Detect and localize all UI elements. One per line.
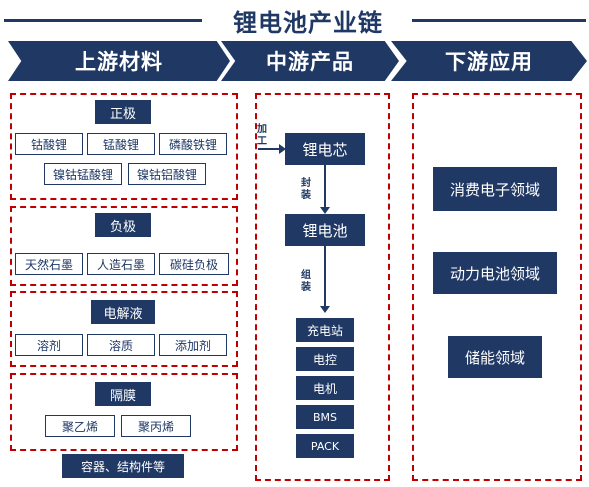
container-label: 容器、结构件等 bbox=[62, 454, 184, 478]
package-arrow bbox=[320, 165, 330, 214]
anode-item: 天然石墨 bbox=[15, 253, 83, 275]
component-box: PACK bbox=[296, 434, 354, 458]
title-line-right bbox=[412, 19, 586, 22]
midstream-group bbox=[255, 93, 390, 481]
midstream-header: 中游产品 bbox=[221, 41, 399, 81]
separator-group bbox=[10, 373, 238, 451]
electrolyte-item: 溶质 bbox=[87, 334, 155, 356]
process-label: 加工 bbox=[257, 124, 267, 147]
separator-item: 聚丙烯 bbox=[121, 415, 191, 437]
cathode-label: 正极 bbox=[95, 100, 151, 124]
assemble-label: 组装 bbox=[301, 270, 311, 293]
component-box: BMS bbox=[296, 405, 354, 429]
downstream-item: 储能领域 bbox=[448, 336, 542, 378]
cathode-item: 磷酸铁锂 bbox=[159, 133, 227, 155]
anode-item: 人造石墨 bbox=[87, 253, 155, 275]
downstream-item: 消费电子领域 bbox=[433, 167, 557, 211]
title-line-left bbox=[4, 19, 202, 22]
cathode-group bbox=[10, 93, 238, 200]
downstream-group bbox=[412, 93, 582, 481]
process-arrow-head bbox=[279, 144, 286, 154]
cathode-item: 锰酸锂 bbox=[87, 133, 155, 155]
separator-item: 聚乙烯 bbox=[45, 415, 115, 437]
upstream-header: 上游材料 bbox=[8, 41, 230, 81]
cell-box: 锂电芯 bbox=[285, 133, 365, 165]
component-box: 电机 bbox=[296, 376, 354, 400]
anode-label: 负极 bbox=[95, 213, 151, 237]
process-arrow bbox=[258, 148, 280, 150]
assemble-arrow bbox=[320, 246, 330, 313]
anode-item: 碳硅负极 bbox=[159, 253, 229, 275]
component-box: 电控 bbox=[296, 347, 354, 371]
downstream-header: 下游应用 bbox=[391, 41, 587, 81]
separator-label: 隔膜 bbox=[95, 382, 151, 406]
page-title: 锂电池产业链 bbox=[233, 8, 383, 37]
electrolyte-item: 溶剂 bbox=[15, 334, 83, 356]
electrolyte-label: 电解液 bbox=[91, 300, 155, 324]
cathode-item: 钴酸锂 bbox=[15, 133, 83, 155]
component-box: 充电站 bbox=[296, 318, 354, 342]
battery-box: 锂电池 bbox=[285, 214, 365, 246]
anode-group bbox=[10, 206, 238, 286]
electrolyte-group bbox=[10, 291, 238, 367]
cathode-item: 镍钴铝酸锂 bbox=[128, 163, 206, 185]
package-label: 封装 bbox=[301, 178, 311, 201]
electrolyte-item: 添加剂 bbox=[159, 334, 227, 356]
cathode-item: 镍钴锰酸锂 bbox=[44, 163, 122, 185]
downstream-item: 动力电池领域 bbox=[433, 252, 557, 294]
